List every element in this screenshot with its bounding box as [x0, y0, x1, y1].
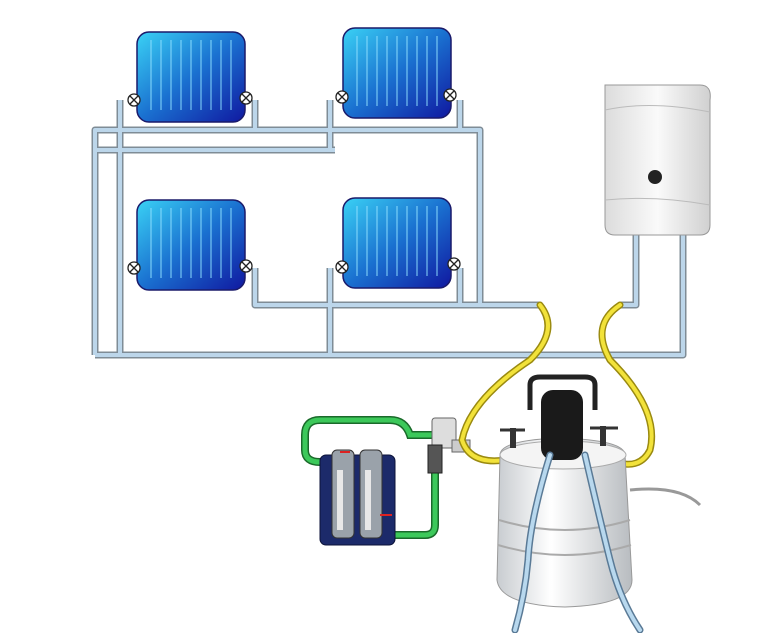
drain-hose [511, 451, 644, 633]
pipe-network [91, 100, 687, 359]
radiator-top-left [136, 31, 246, 123]
radiator-top-right [342, 27, 452, 119]
boiler [604, 84, 711, 236]
pump-motor [541, 390, 583, 460]
boiler-indicator-icon [648, 170, 662, 184]
flush-hose [458, 301, 656, 468]
radiator-bottom-left [136, 199, 246, 291]
radiator-bottom-right [342, 197, 452, 289]
magnetic-filter [319, 449, 396, 546]
